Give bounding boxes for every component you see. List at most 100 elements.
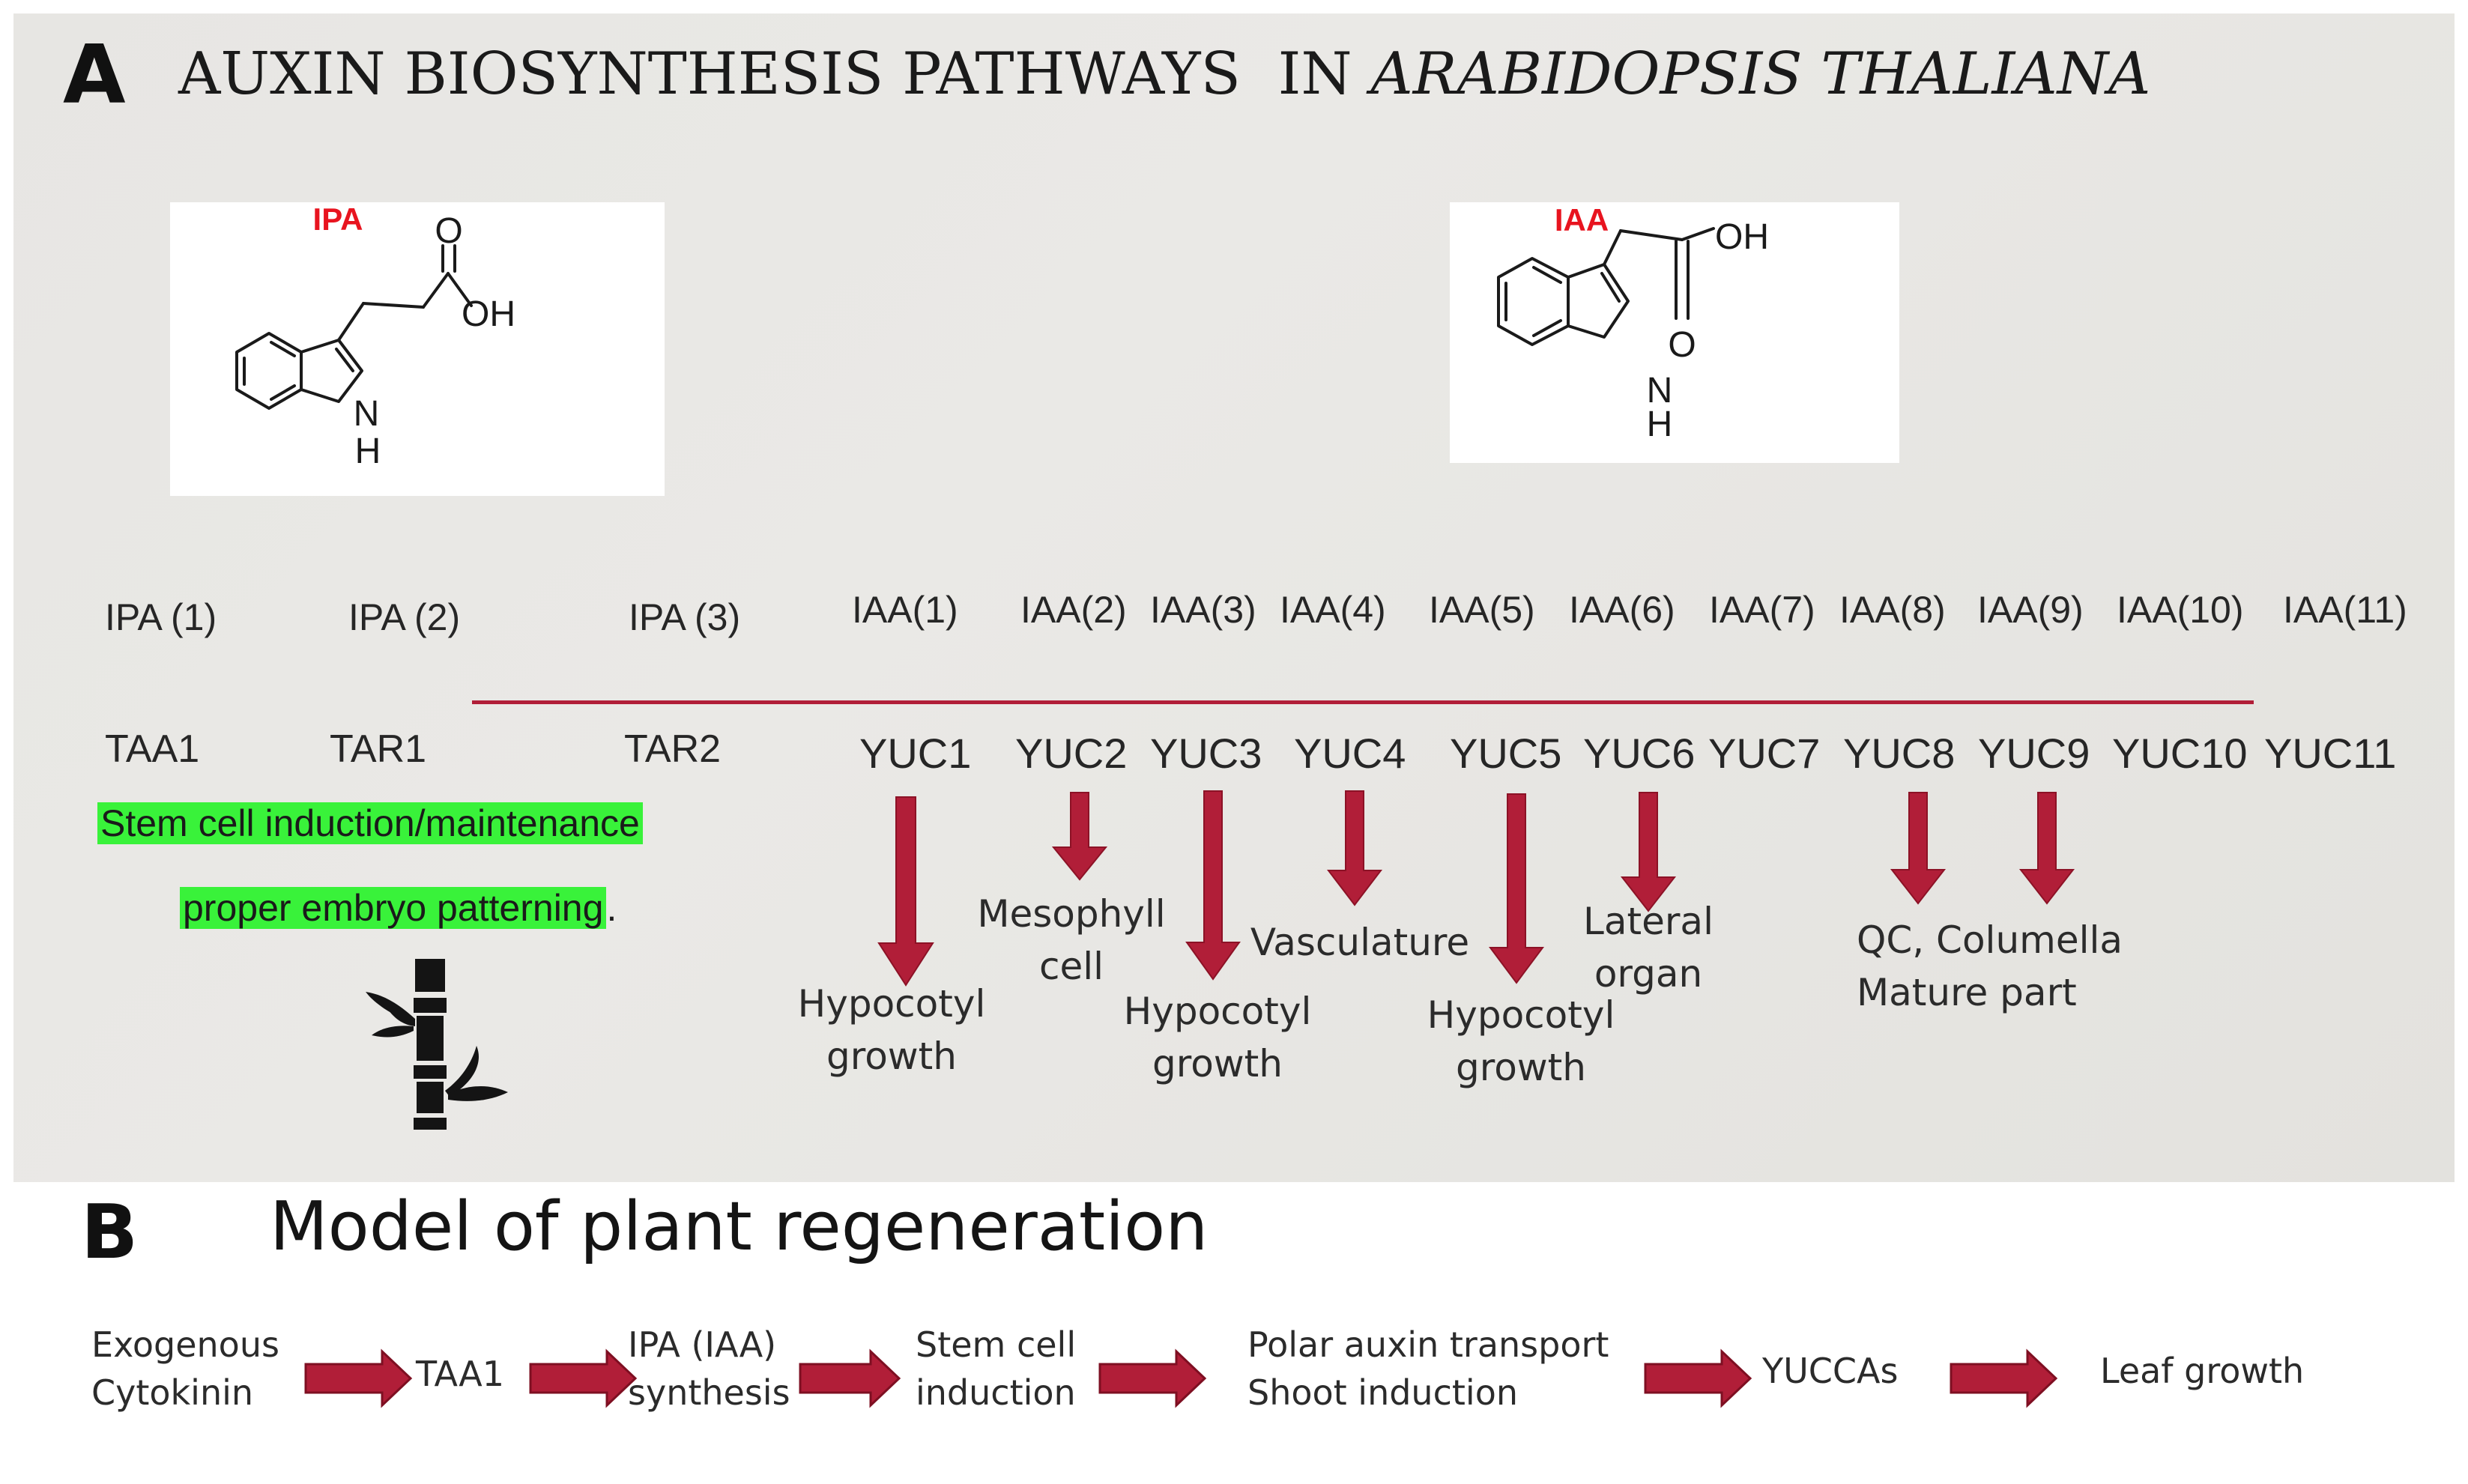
flow-step-yuccas: YUCCAs — [1762, 1347, 1898, 1395]
panel-a-title: AUXIN BIOSYNTHESIS PATHWAYS IN ARABIDOPS… — [178, 40, 2150, 108]
arrow-yuc4 — [1326, 790, 1383, 906]
flow-step-cytokinin-line2: Cytokinin — [91, 1372, 254, 1414]
highlight-stem-cell-text: Stem cell induction/maintenance — [97, 802, 643, 844]
flow-step-stem-line2: induction — [916, 1372, 1076, 1414]
outcome-yuc6: Lateral organ — [1566, 895, 1731, 1000]
panel-b — [13, 1182, 2455, 1469]
enzyme-yuc6: YUC6 — [1583, 730, 1696, 777]
iaa-nitrogen: N — [1647, 371, 1673, 411]
flow-arrow-1 — [304, 1348, 413, 1408]
enzyme-yuc3: YUC3 — [1150, 730, 1262, 777]
pathway-iaa-5: IAA(5) — [1429, 589, 1535, 631]
arrow-yuc2 — [1051, 792, 1108, 881]
outcome-yuc89-line1: QC, Columella — [1857, 918, 2123, 962]
flow-step-cytokinin-line1: Exogenous — [91, 1324, 279, 1365]
iaa-structure-diagram: IAA OH O N H — [1497, 202, 1769, 444]
panel-b-letter: B — [81, 1188, 139, 1276]
pathway-ipa-2: IPA (2) — [348, 596, 461, 638]
flow-arrow-2 — [529, 1348, 638, 1408]
enzyme-yuc1: YUC1 — [859, 730, 972, 777]
enzyme-taa1: TAA1 — [105, 727, 200, 771]
outcome-yuc6-line1: Lateral — [1583, 900, 1714, 943]
pathway-iaa-10: IAA(10) — [2117, 589, 2244, 631]
pathway-iaa-7: IAA(7) — [1709, 589, 1815, 631]
arrow-yuc3 — [1185, 790, 1241, 981]
outcome-yuc3-line1: Hypocotyl — [1123, 990, 1312, 1033]
pathway-iaa-1: IAA(1) — [852, 589, 958, 631]
highlight-stem-cell: Stem cell induction/maintenance — [97, 798, 643, 849]
ipa-oxygen: O — [435, 211, 462, 251]
flow-step-stem-cell: Stem cell induction — [916, 1321, 1076, 1417]
pathway-iaa-11: IAA(11) — [2283, 589, 2407, 631]
flow-arrow-4 — [1098, 1348, 1207, 1408]
iaa-label: IAA — [1555, 202, 1609, 237]
outcome-yuc5: Hypocotyl growth — [1420, 989, 1622, 1094]
outcome-yuc4-line1: Vasculature — [1250, 921, 1470, 964]
iaa-oxygen: O — [1668, 325, 1696, 365]
pathway-iaa-4: IAA(4) — [1280, 589, 1386, 631]
pathway-iaa-2: IAA(2) — [1020, 589, 1127, 631]
enzyme-yuc7: YUC7 — [1708, 730, 1821, 777]
pathway-divider-line — [472, 700, 2254, 704]
flow-step-ipa-line2: synthesis — [628, 1372, 790, 1414]
pathway-iaa-9: IAA(9) — [1977, 589, 2084, 631]
outcome-yuc5-line1: Hypocotyl — [1427, 993, 1615, 1037]
outcome-yuc89-line2: Mature part — [1857, 971, 2077, 1014]
flow-step-ipa-line1: IPA (IAA) — [628, 1324, 777, 1365]
outcome-yuc3: Hypocotyl growth — [1116, 985, 1319, 1090]
iaa-hydrogen: H — [1647, 405, 1673, 444]
outcome-yuc6-line2: organ — [1594, 952, 1703, 996]
arrow-yuc8 — [1890, 792, 1947, 905]
iaa-oh: OH — [1715, 217, 1769, 257]
arrow-yuc6 — [1620, 792, 1677, 912]
bamboo-icon — [366, 959, 508, 1130]
ipa-structure-diagram: IPA O OH N H — [235, 202, 515, 471]
flow-step-yuccas-line1: YUCCAs — [1762, 1351, 1899, 1391]
outcome-yuc2-line2: cell — [1038, 945, 1104, 988]
ipa-hydrogen: H — [355, 431, 381, 471]
iaa-structure: IAA OH O N H — [1450, 202, 1899, 463]
ipa-nitrogen: N — [354, 394, 380, 434]
enzyme-yuc11: YUC11 — [2264, 730, 2397, 777]
enzyme-yuc10: YUC10 — [2112, 730, 2248, 777]
pathway-iaa-8: IAA(8) — [1839, 589, 1946, 631]
pathway-ipa-3: IPA (3) — [629, 596, 741, 638]
flow-step-ipa-synthesis: IPA (IAA) synthesis — [628, 1321, 790, 1417]
arrow-yuc5 — [1489, 793, 1544, 984]
flow-step-polar-line2: Shoot induction — [1247, 1372, 1518, 1414]
arrow-yuc9 — [2018, 792, 2075, 905]
flow-step-stem-line1: Stem cell — [916, 1324, 1077, 1365]
panel-b-title: Model of plant regeneration — [270, 1187, 1209, 1266]
flow-step-leaf-line1: Leaf growth — [2100, 1351, 2305, 1391]
flow-step-polar-line1: Polar auxin transport — [1247, 1324, 1609, 1365]
outcome-yuc3-line2: growth — [1152, 1042, 1283, 1085]
flow-arrow-3 — [799, 1348, 901, 1408]
enzyme-yuc5: YUC5 — [1450, 730, 1562, 777]
ipa-oh: OH — [462, 294, 515, 334]
arrow-yuc1 — [877, 796, 934, 987]
flow-step-leaf-growth: Leaf growth — [2100, 1347, 2304, 1395]
highlight-embryo: proper embryo patterning. — [180, 882, 617, 933]
enzyme-yuc8: YUC8 — [1843, 730, 1956, 777]
outcome-yuc5-line2: growth — [1456, 1046, 1586, 1089]
enzyme-tar1: TAR1 — [330, 727, 427, 771]
highlight-embryo-text: proper embryo patterning — [180, 887, 607, 929]
flow-arrow-5 — [1644, 1348, 1752, 1408]
flow-arrow-6 — [1950, 1348, 2058, 1408]
panel-a-letter: A — [63, 28, 126, 122]
enzyme-tar2: TAR2 — [624, 727, 722, 771]
title-plain: AUXIN BIOSYNTHESIS PATHWAYS IN — [178, 40, 1371, 108]
pathway-iaa-3: IAA(3) — [1150, 589, 1256, 631]
highlight-embryo-period: . — [606, 887, 617, 929]
flow-step-taa1-line1: TAA1 — [416, 1354, 505, 1394]
flow-step-taa1: TAA1 — [416, 1350, 504, 1398]
ipa-label: IPA — [313, 202, 363, 237]
